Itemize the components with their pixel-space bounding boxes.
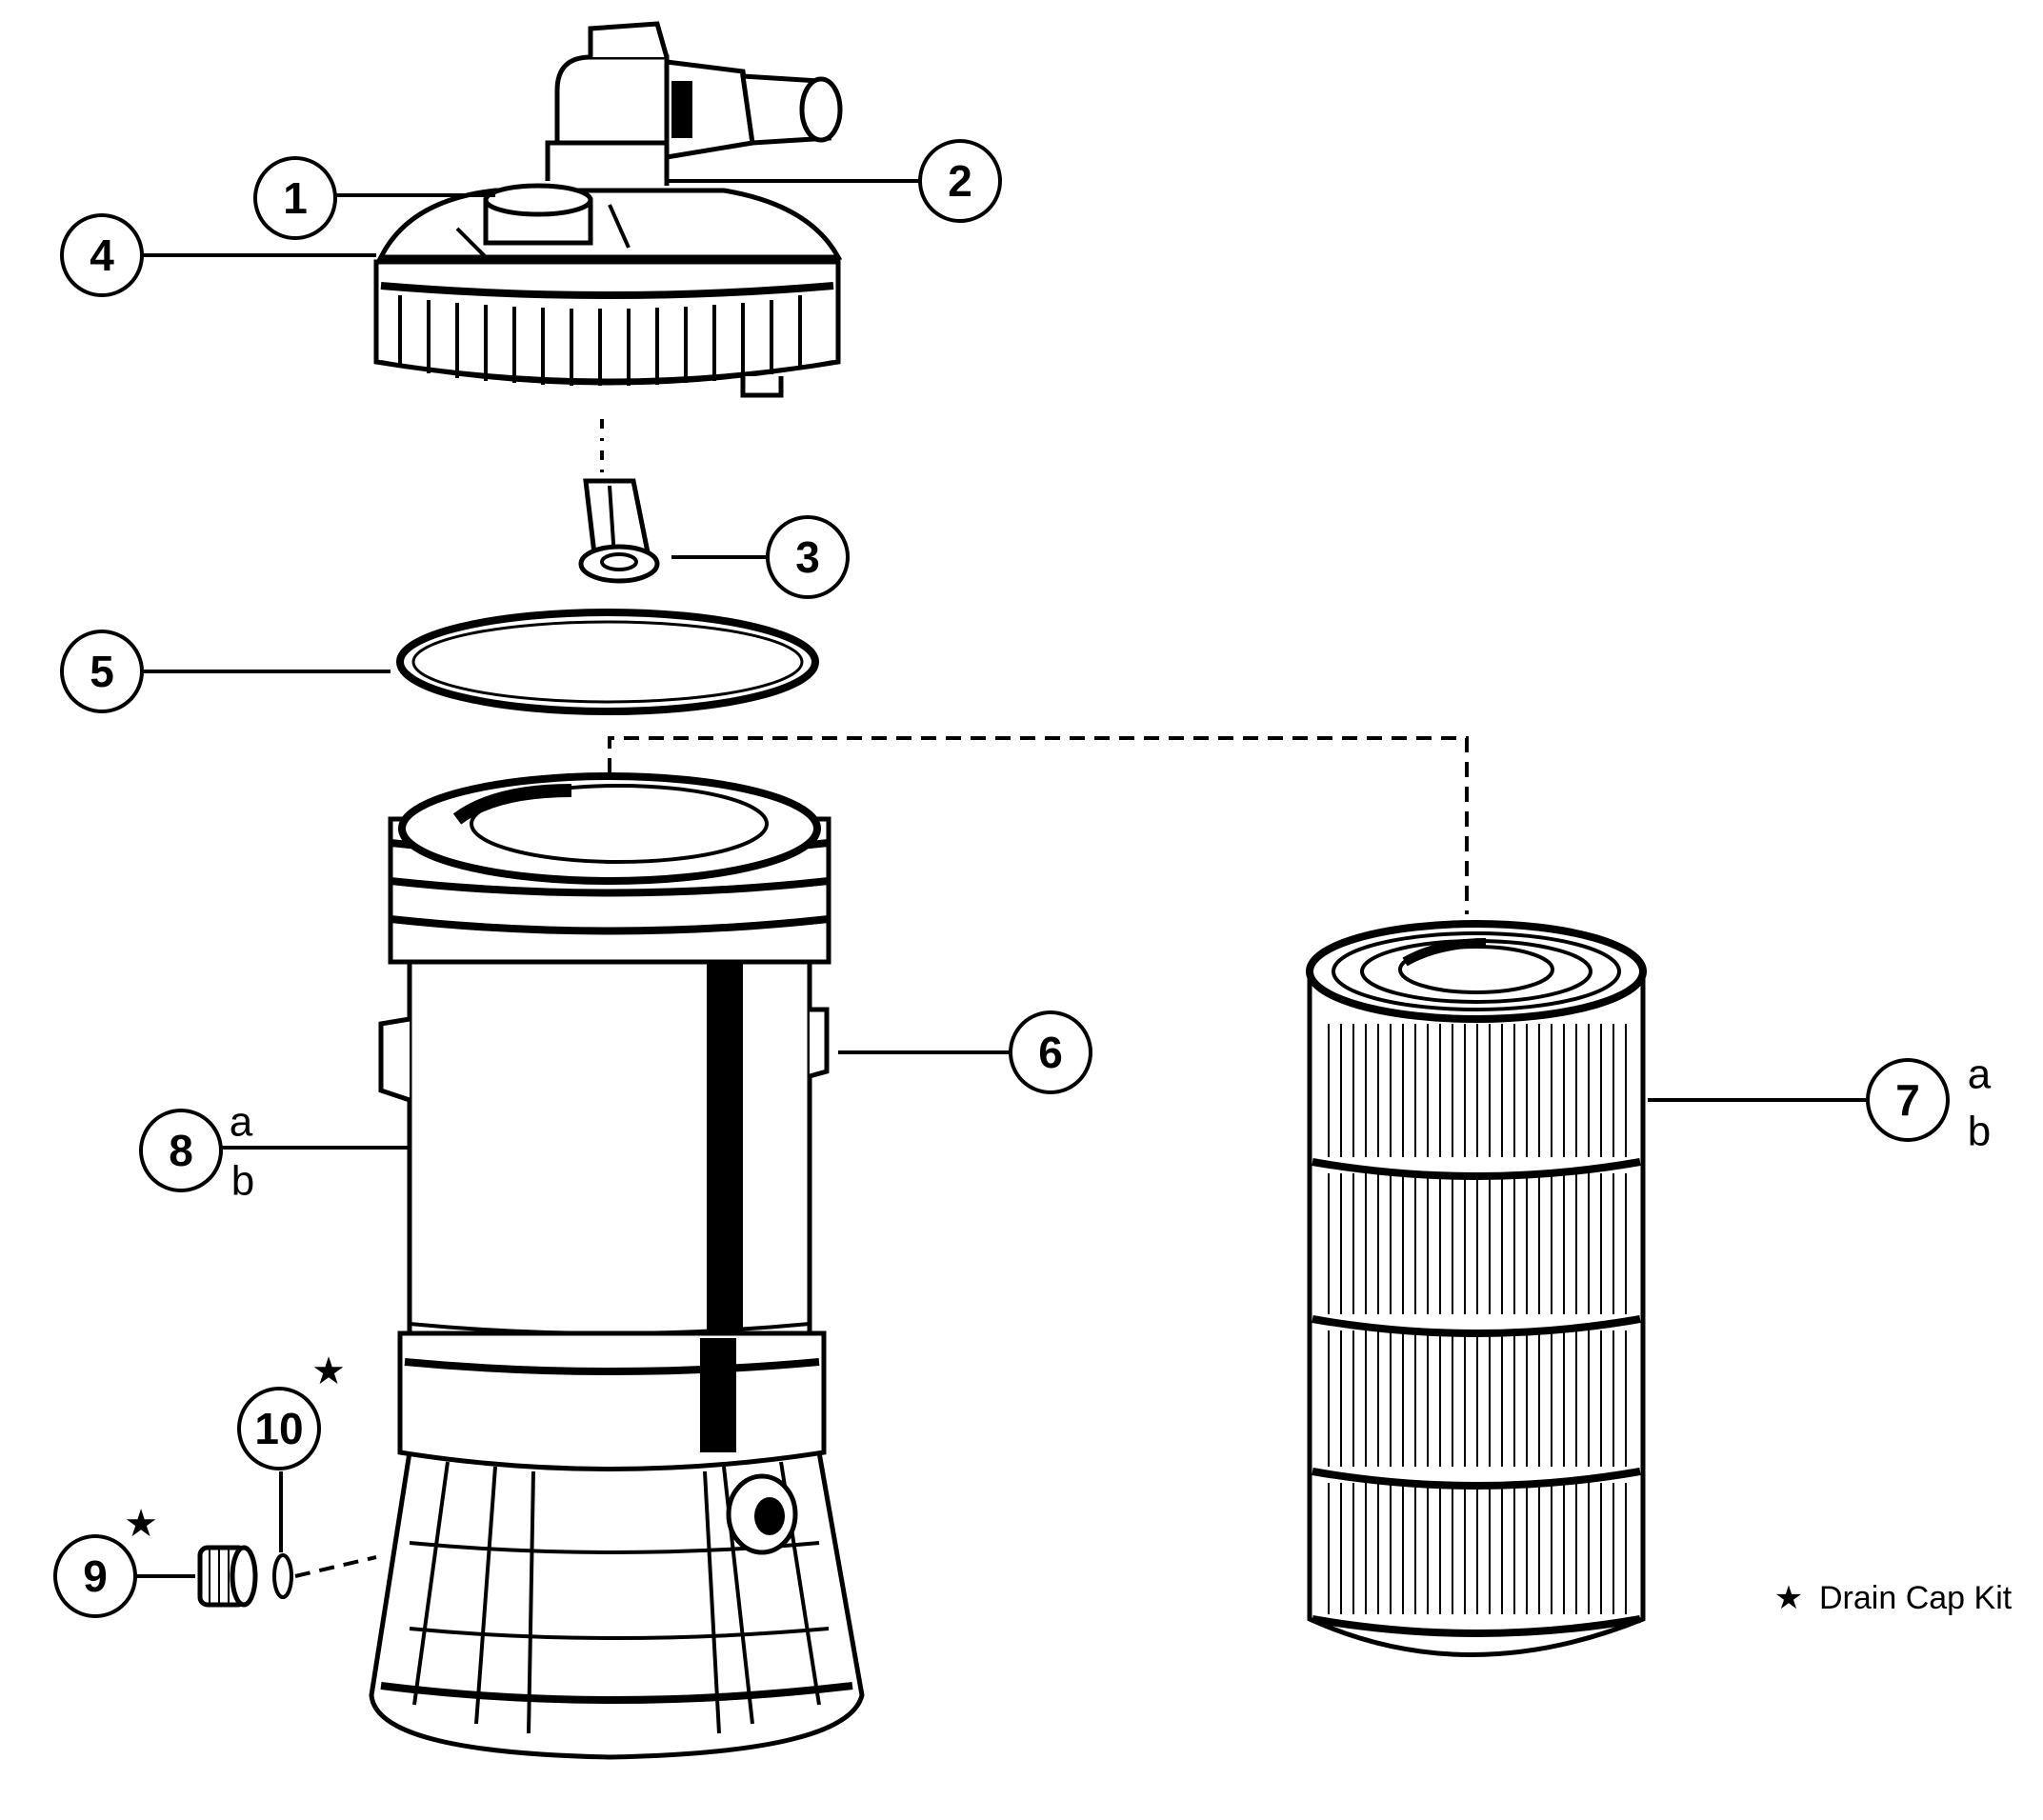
callout-2-label: 2 xyxy=(948,156,972,206)
tank-lid-drawing xyxy=(373,21,843,398)
legend-star-icon: ★ xyxy=(1774,1580,1803,1616)
legend-text: Drain Cap Kit xyxy=(1819,1580,2013,1616)
callout-7-label: 7 xyxy=(1895,1075,1920,1125)
callout-1: 1 xyxy=(253,156,337,240)
callout-9-star-icon: ★ xyxy=(124,1503,158,1545)
callout-5: 5 xyxy=(60,630,144,713)
drain-cap-drawing xyxy=(197,1545,377,1608)
diffuser-drawing xyxy=(578,419,660,584)
filter-cartridge-drawing xyxy=(1306,920,1647,1657)
callout-10-label: 10 xyxy=(254,1404,303,1453)
callout-6: 6 xyxy=(1009,1010,1092,1094)
callout-3-label: 3 xyxy=(795,532,820,582)
tank-body-drawing xyxy=(369,772,865,1760)
callout-6-label: 6 xyxy=(1038,1028,1063,1077)
callout-8-label: 8 xyxy=(169,1126,193,1175)
callout-10-star-icon: ★ xyxy=(311,1350,346,1392)
callout-3: 3 xyxy=(766,515,850,599)
callout-7-sub-b: b xyxy=(1968,1109,1991,1155)
callout-2: 2 xyxy=(918,139,1002,223)
callout-8-sub-b: b xyxy=(231,1158,254,1205)
callout-8: 8 a b xyxy=(139,1099,254,1205)
callout-7: 7 a b xyxy=(1866,1051,1992,1155)
o-ring-drawing xyxy=(396,609,819,715)
callout-9: 9 ★ xyxy=(53,1503,158,1618)
callout-7-sub-a: a xyxy=(1968,1051,1992,1098)
callout-9-label: 9 xyxy=(83,1551,108,1601)
leader-lines xyxy=(126,179,1867,1578)
callout-4: 4 xyxy=(60,213,144,297)
callout-8-sub-a: a xyxy=(230,1099,253,1146)
callout-5-label: 5 xyxy=(90,647,114,696)
callout-4-label: 4 xyxy=(90,230,114,280)
legend: ★ Drain Cap Kit xyxy=(1774,1580,2013,1616)
callout-1-label: 1 xyxy=(283,173,308,223)
callout-10: 10 ★ xyxy=(237,1350,346,1470)
